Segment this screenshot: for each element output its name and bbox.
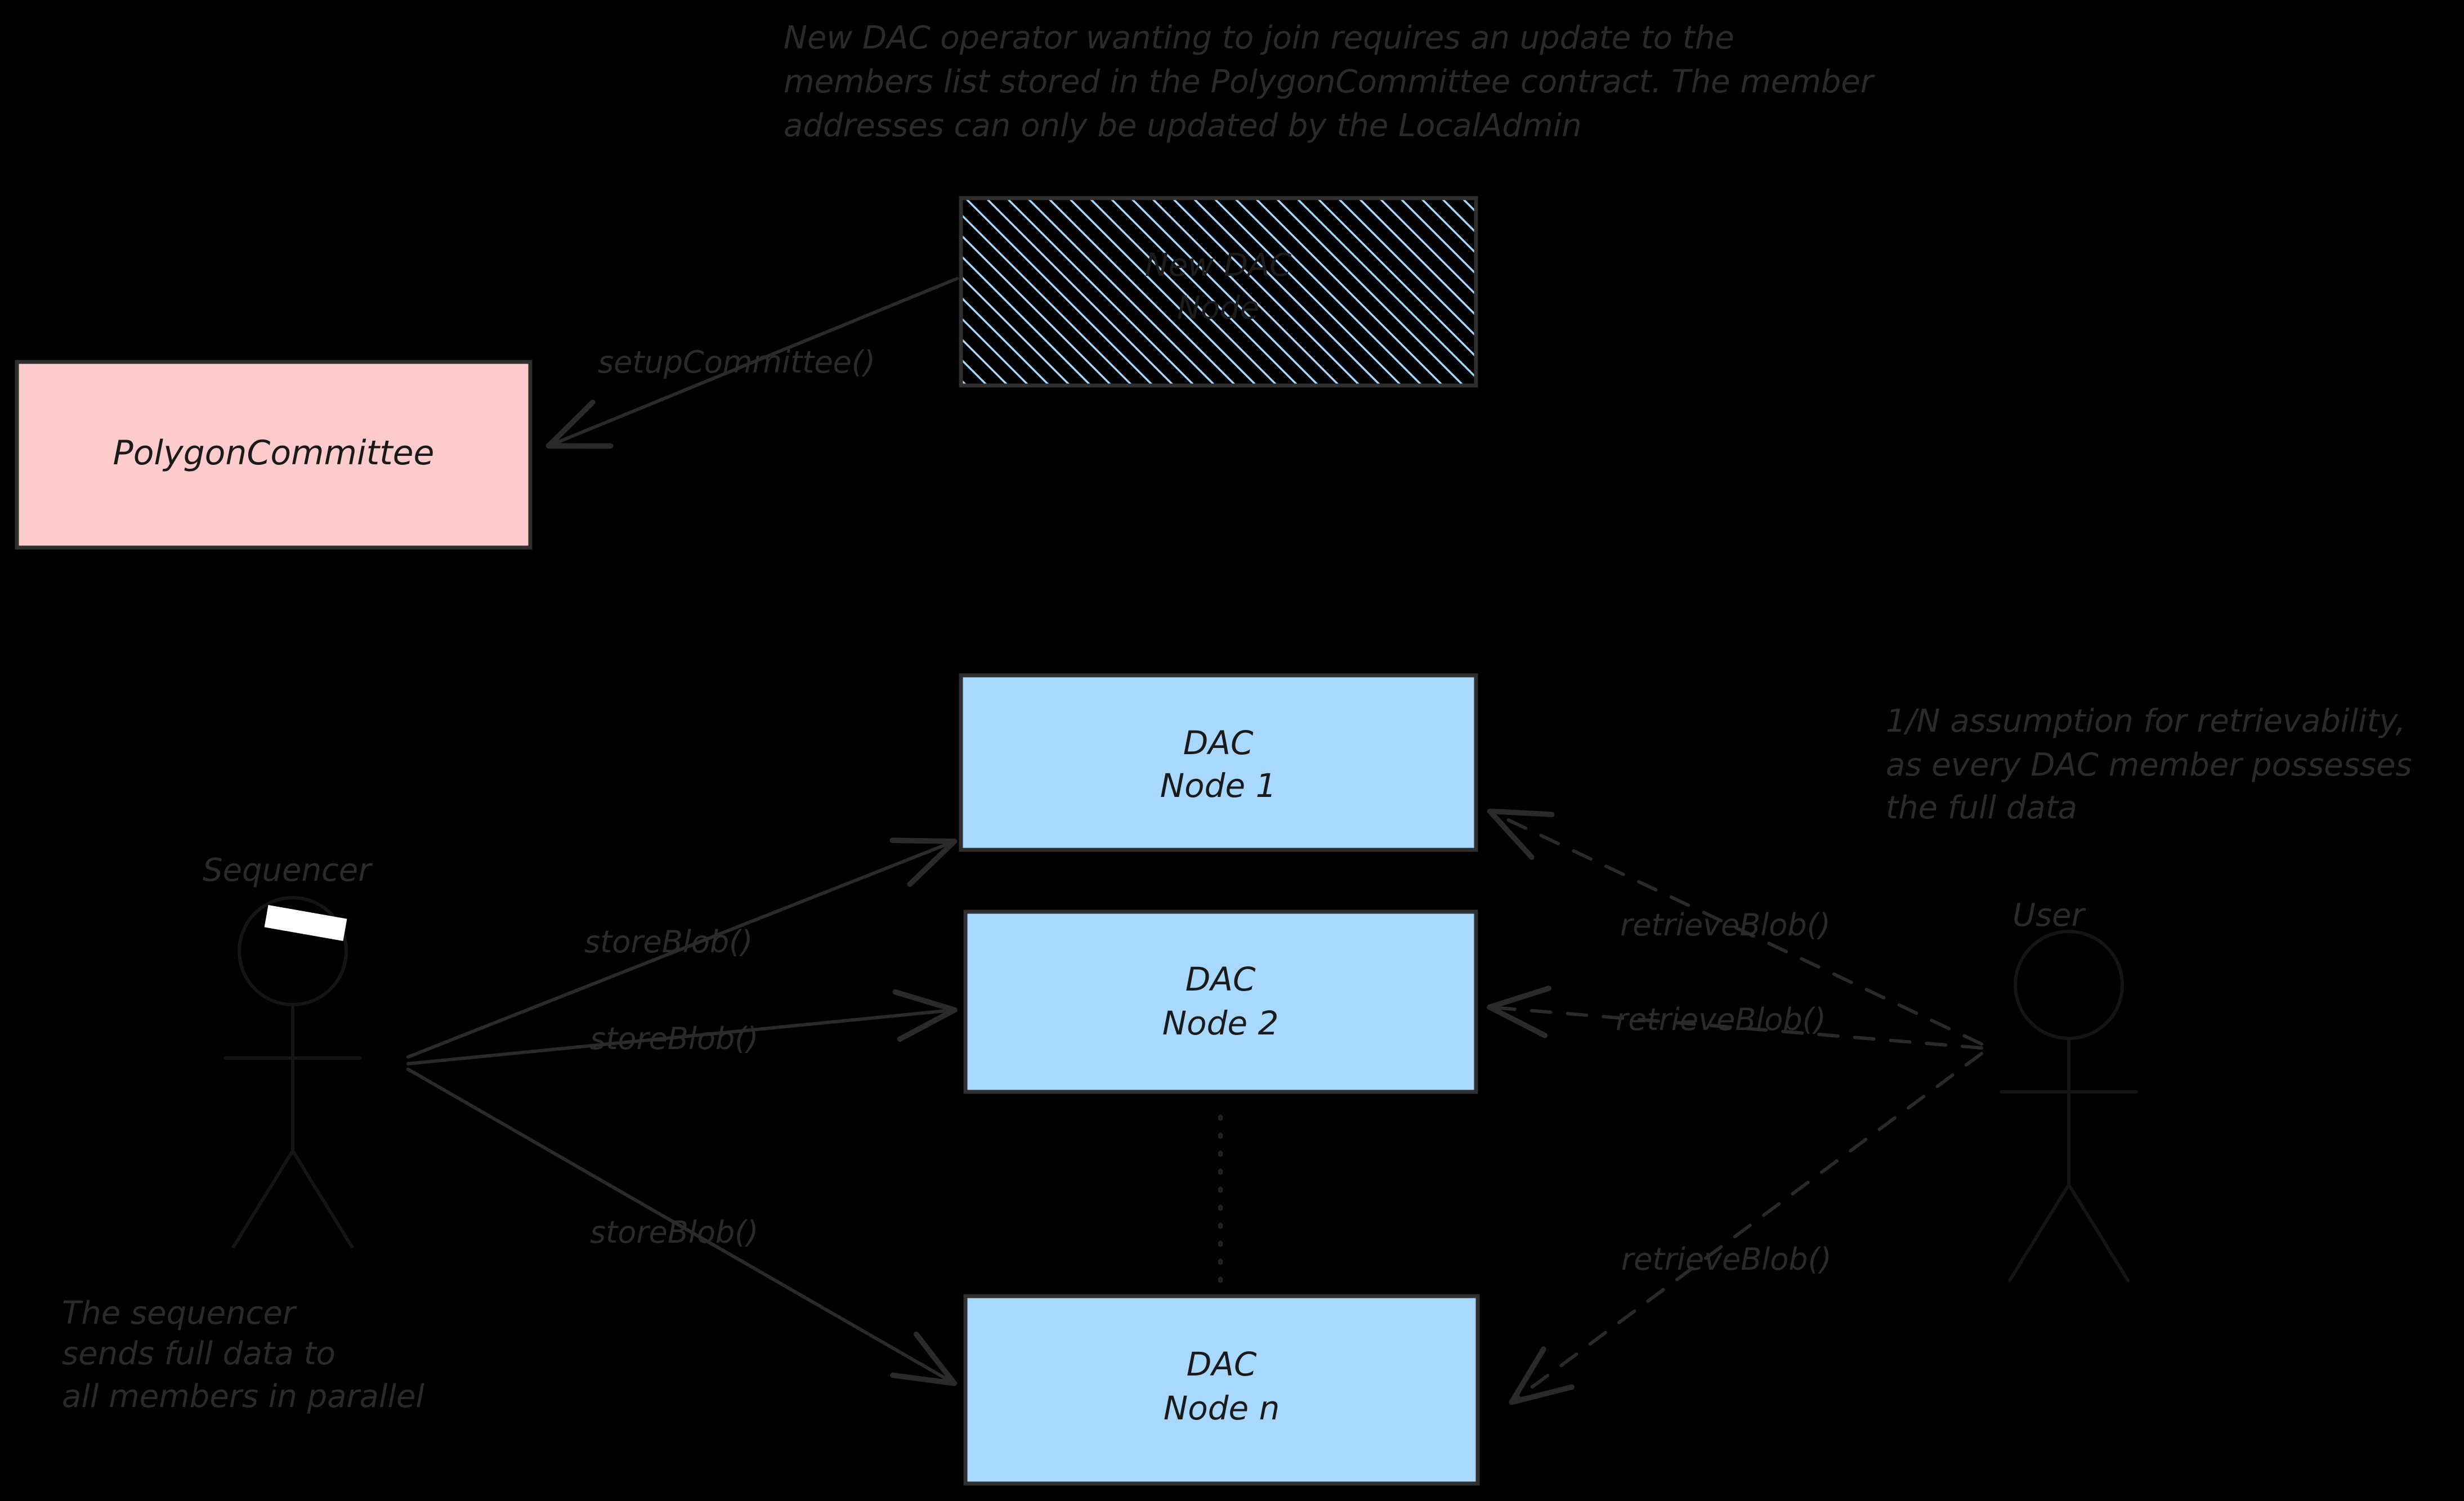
edge-label-retrieve-blob-n: retrieveBlob() [1621, 1242, 1832, 1277]
dac-node-1-label-line-1: DAC [1183, 724, 1254, 762]
new-dac-node-label-line-2: Node [1177, 290, 1259, 326]
box-dac-node-n[interactable]: DAC Node n [963, 1294, 1480, 1486]
actor-sequencer[interactable] [223, 896, 362, 1248]
dac-node-1-label-line-2: Node 1 [1160, 767, 1277, 805]
note-sequencer-line-1: The sequencer [62, 1295, 297, 1332]
sequencer-label: Sequencer [203, 852, 373, 889]
edge-store-blob-2 [406, 989, 958, 1065]
edge-retrieve-blob-2 [1487, 985, 1983, 1050]
user-label: User [2013, 897, 2086, 934]
box-dac-node-2[interactable]: DAC Node 2 [963, 909, 1478, 1094]
box-dac-node-1[interactable]: DAC Node 1 [959, 673, 1478, 852]
dac-node-2-label-line-2: Node 2 [1162, 1004, 1279, 1042]
actor-user[interactable] [2000, 930, 2138, 1282]
edge-label-retrieve-blob-1: retrieveBlob() [1620, 907, 1831, 943]
note-committee: New DAC operator wanting to join require… [784, 20, 1875, 144]
edge-label-store-blob-n: storeBlob() [590, 1215, 758, 1250]
note-committee-line-1: New DAC operator wanting to join require… [784, 20, 1734, 56]
note-retrievability-line-2: as every DAC member possesses [1886, 747, 2412, 783]
note-retrievability: 1/N assumption for retrievability, as ev… [1886, 703, 2412, 826]
edge-label-store-blob-1: storeBlob() [584, 924, 753, 960]
box-new-dac-node[interactable]: New DAC Node [959, 196, 1478, 388]
edge-store-blob-1 [406, 837, 958, 1059]
note-committee-line-2: members list stored in the PolygonCommit… [784, 64, 1875, 100]
note-sequencer-line-3: all members in parallel [62, 1378, 424, 1415]
note-retrievability-line-3: the full data [1886, 790, 2077, 826]
dac-node-n-label-line-2: Node n [1164, 1389, 1280, 1427]
edge-label-store-blob-2: storeBlob() [590, 1021, 758, 1056]
box-polygon-committee[interactable]: PolygonCommittee [15, 360, 533, 550]
edge-setup-committee [545, 277, 959, 449]
edge-store-blob-n [406, 1068, 958, 1386]
new-dac-node-label-line-1: New DAC [1145, 247, 1291, 284]
edge-label-setup-committee: setupCommittee() [598, 344, 875, 380]
note-retrievability-line-1: 1/N assumption for retrievability, [1886, 703, 2405, 740]
edge-retrieve-blob-1 [1487, 808, 1983, 1046]
selection-highlight [264, 904, 347, 942]
polygon-committee-label: PolygonCommittee [113, 433, 435, 473]
note-sequencer: The sequencer sends full data to all mem… [62, 1295, 424, 1415]
dac-node-n-label-line-1: DAC [1187, 1345, 1257, 1383]
note-committee-line-3: addresses can only be updated by the Loc… [784, 107, 1582, 144]
edge-label-retrieve-blob-2: retrieveBlob() [1616, 1002, 1826, 1037]
edge-retrieve-blob-n [1509, 1052, 1983, 1405]
note-sequencer-line-2: sends full data to [62, 1336, 336, 1372]
dac-node-2-label-line-1: DAC [1186, 960, 1256, 998]
